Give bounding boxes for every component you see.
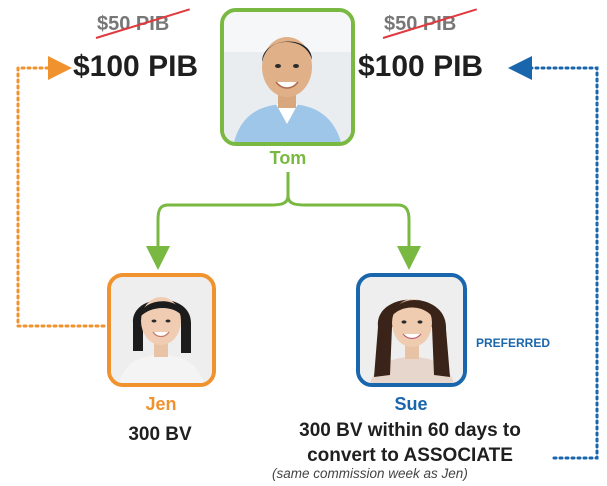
tom-right-new-price: $100 PIB <box>358 50 484 83</box>
sue-commission-note: (same commission week as Jen) <box>272 466 468 481</box>
jen-to-tom-connector <box>16 56 106 328</box>
tom-name: Tom <box>269 148 307 168</box>
sue-portrait-image <box>360 277 463 383</box>
tom-tree-connector <box>146 172 421 270</box>
preferred-badge: PREFERRED <box>476 336 551 350</box>
jen-name: Jen <box>145 394 177 414</box>
tom-photo <box>220 8 355 146</box>
tom-left-old-price: $50 PIB <box>97 13 170 35</box>
jen-photo <box>107 273 216 387</box>
sue-bv-line-1: 300 BV within 60 days to <box>299 420 521 441</box>
sue-photo <box>356 273 467 387</box>
sue-name: Sue <box>394 394 428 414</box>
sue-bv-line-2: convert to ASSOCIATE <box>307 445 513 466</box>
tom-right-old-price: $50 PIB <box>384 13 457 35</box>
jen-bv: 300 BV <box>128 424 192 445</box>
jen-portrait-image <box>111 277 212 383</box>
tom-left-new-price: $100 PIB <box>73 50 199 83</box>
tom-portrait-image <box>224 12 351 142</box>
sue-to-tom-connector <box>508 56 599 460</box>
sue-bv-requirement: 300 BV within 60 days to convert to ASSO… <box>240 418 580 468</box>
